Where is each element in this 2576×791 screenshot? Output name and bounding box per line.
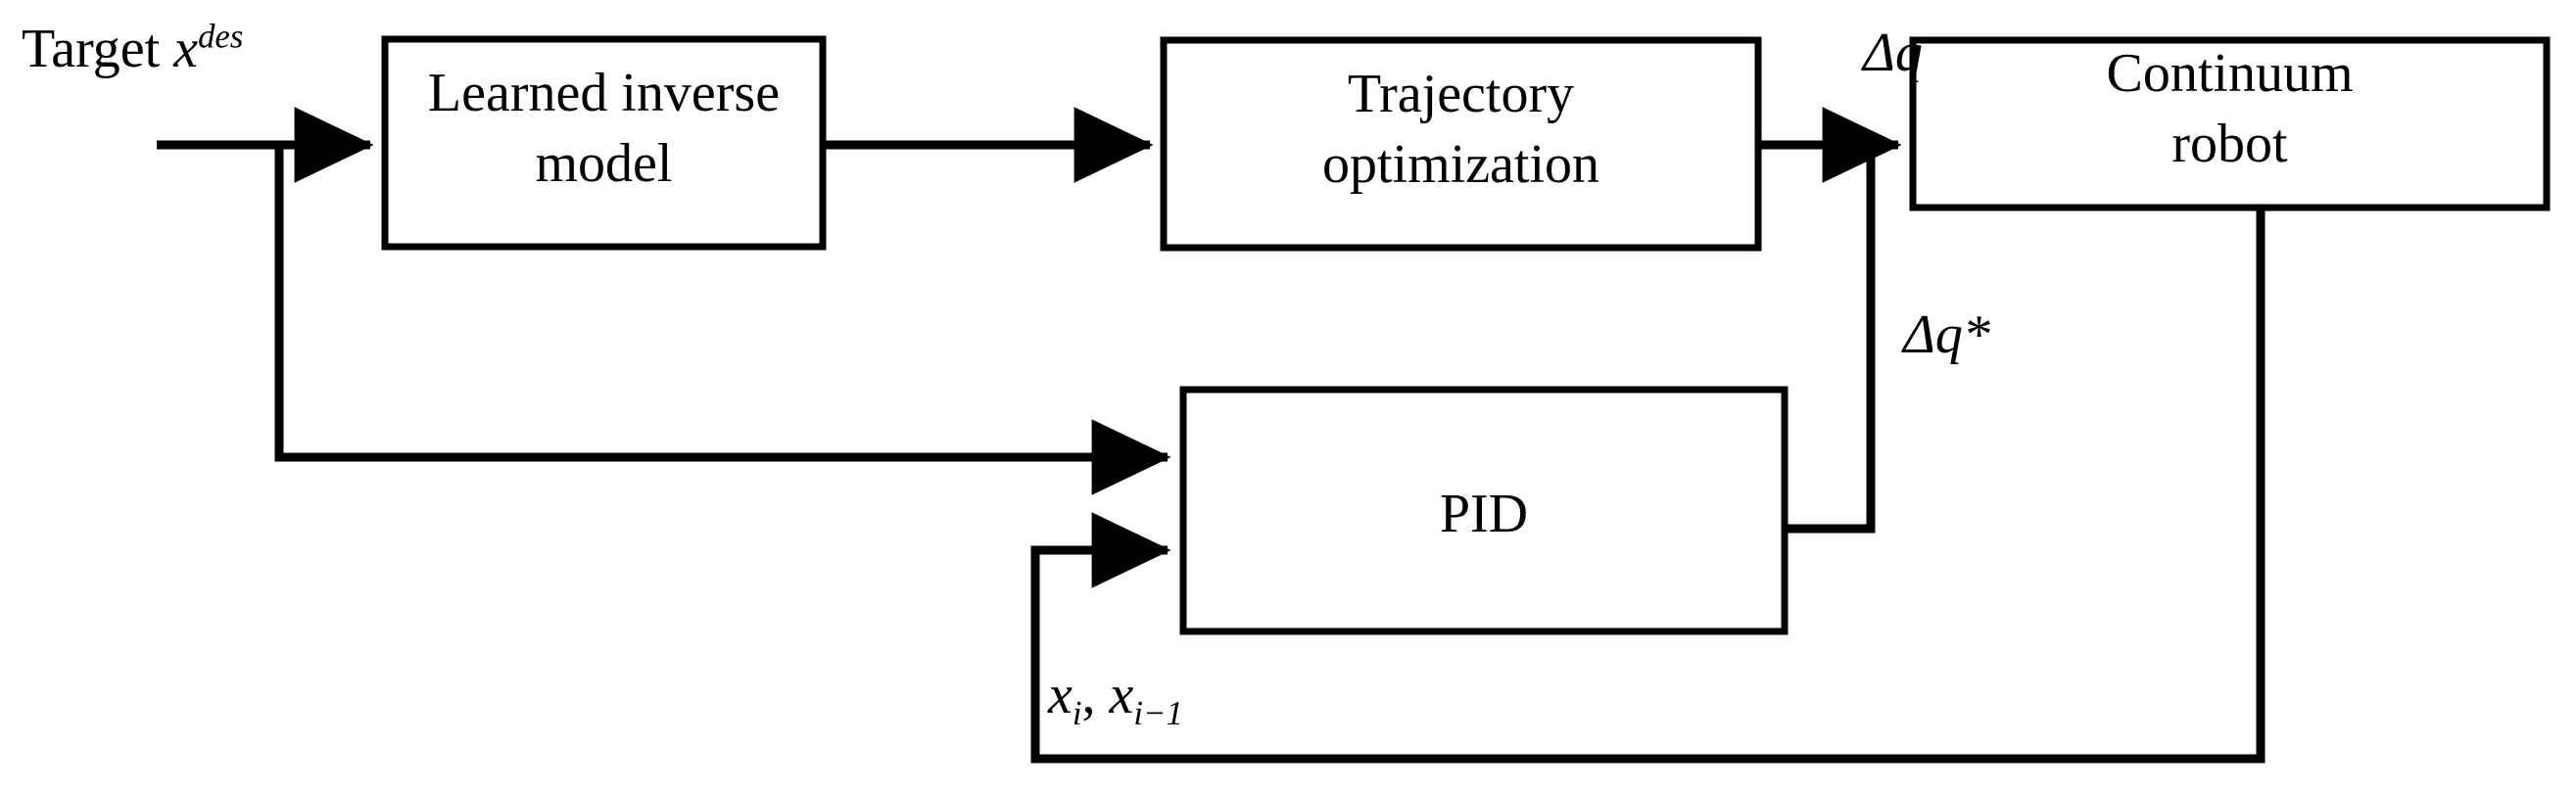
label-target-prefix: Target (22, 19, 174, 79)
label-target-superscript: des (198, 17, 244, 56)
label-feedback-x-current: x (1048, 665, 1073, 725)
block-pid[interactable] (1179, 386, 1789, 635)
label-feedback-states: xi, xi−1 (1048, 664, 1183, 730)
edge-pid-to-robot-input (1785, 145, 1876, 534)
label-target-variable: x (173, 19, 199, 79)
label-target-input: Target xdes (22, 18, 243, 80)
edge-robot-feedback-to-pid (1030, 208, 2266, 764)
label-feedback-separator: , (1081, 665, 1110, 725)
label-feedback-sub-i: i (1072, 694, 1082, 733)
label-delta-q: Δq (1863, 23, 1923, 83)
block-trajectory-optimization[interactable] (1160, 36, 1762, 252)
label-feedback-sub-i-minus-1: i−1 (1133, 694, 1183, 733)
label-feedback-x-previous: x (1109, 665, 1134, 725)
block-learned-inverse-model[interactable] (381, 35, 827, 251)
label-delta-q-star: Δq* (1903, 304, 1990, 365)
edge-target-branch-to-pid (274, 145, 1171, 495)
block-continuum-robot[interactable] (1909, 36, 2551, 211)
